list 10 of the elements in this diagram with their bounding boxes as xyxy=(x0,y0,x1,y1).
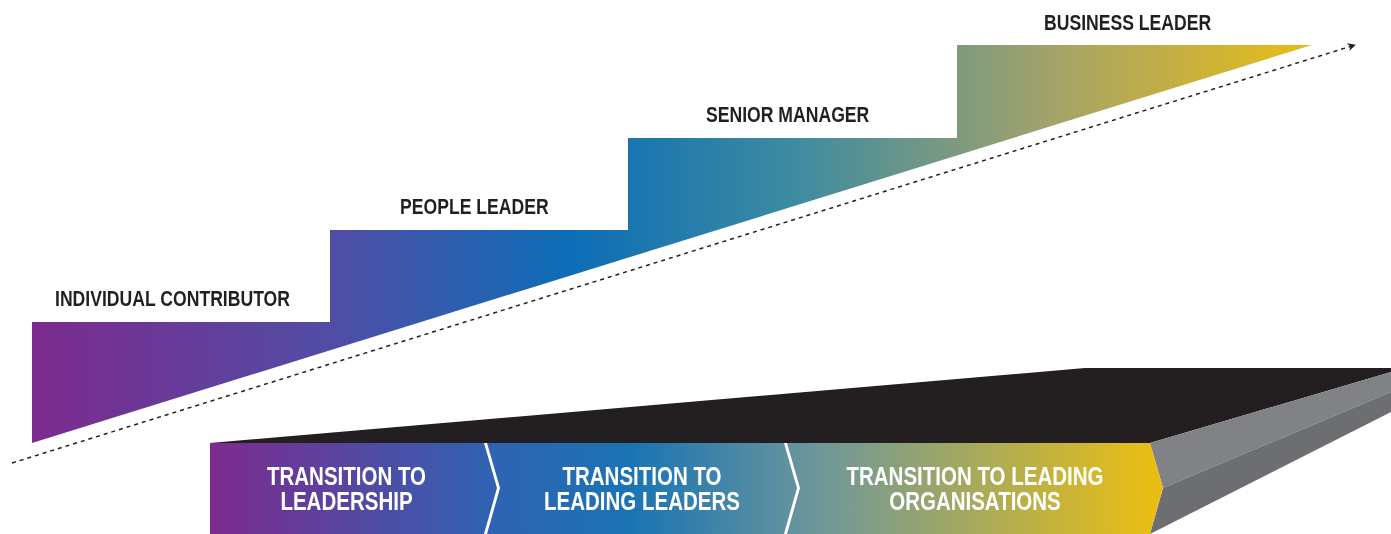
chevron-step xyxy=(787,443,1163,534)
chevron-step xyxy=(487,443,797,534)
career-level-label: BUSINESS LEADER xyxy=(1044,11,1212,35)
transition-label: TRANSITION TO LEADING ORGANISATIONS xyxy=(845,463,1105,514)
chevron-step xyxy=(210,443,497,534)
career-level-label: PEOPLE LEADER xyxy=(400,195,549,219)
career-level-label: SENIOR MANAGER xyxy=(706,103,870,127)
transition-label: TRANSITION TO LEADERSHIP xyxy=(265,463,428,514)
career-level-label: INDIVIDUAL CONTRIBUTOR xyxy=(55,287,290,311)
transition-label: TRANSITION TO LEADING LEADERS xyxy=(543,463,741,514)
